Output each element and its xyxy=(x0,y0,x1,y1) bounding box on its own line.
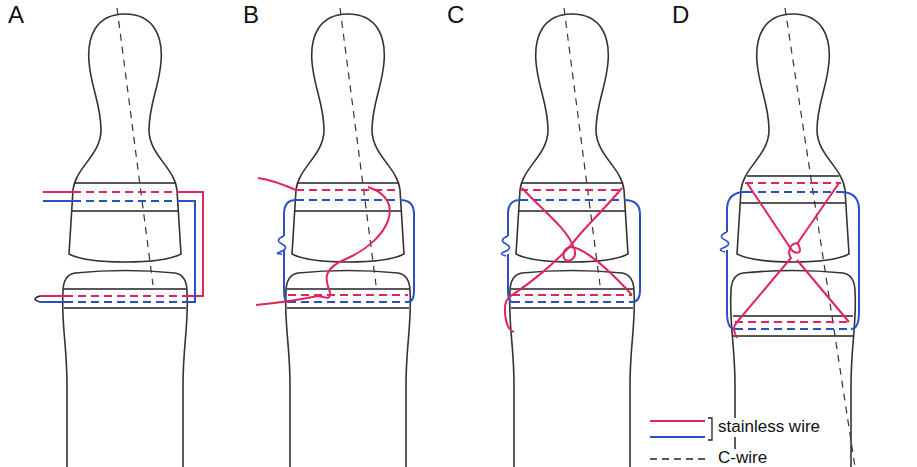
legend-text: C-wire xyxy=(716,449,769,467)
phalanx-outline xyxy=(286,14,411,467)
legend-bracket xyxy=(708,418,712,440)
panel-letter: D xyxy=(672,2,689,28)
wire-loop xyxy=(35,192,203,302)
drill-tunnels xyxy=(733,176,853,336)
phalanx-outline xyxy=(63,14,188,467)
c-wire-axis xyxy=(564,8,600,285)
panel-c-figure xyxy=(501,8,640,467)
drill-tunnels xyxy=(64,183,186,308)
panel-b-figure xyxy=(256,8,414,467)
drill-tunnels xyxy=(511,183,633,308)
c-wire-axis xyxy=(117,8,153,285)
panel-letter: B xyxy=(243,2,259,28)
phalanx-outline xyxy=(510,14,635,467)
legend-samples xyxy=(650,418,712,459)
panel-letter: C xyxy=(447,2,464,28)
c-wire-axis xyxy=(785,8,855,467)
red-wire-sample xyxy=(650,420,705,422)
panel-a-figure xyxy=(35,8,203,467)
wire-loop xyxy=(256,178,414,305)
drill-tunnels xyxy=(287,183,409,308)
legend-text: stainless wire xyxy=(716,418,822,437)
panel-d-figure xyxy=(720,8,859,467)
wire-loop xyxy=(720,183,859,338)
wire-loop xyxy=(501,188,640,332)
blue-wire-sample xyxy=(650,436,705,438)
panel-letter: A xyxy=(8,2,24,28)
c-wire-sample xyxy=(650,458,705,459)
phalanx-outline xyxy=(731,14,856,467)
